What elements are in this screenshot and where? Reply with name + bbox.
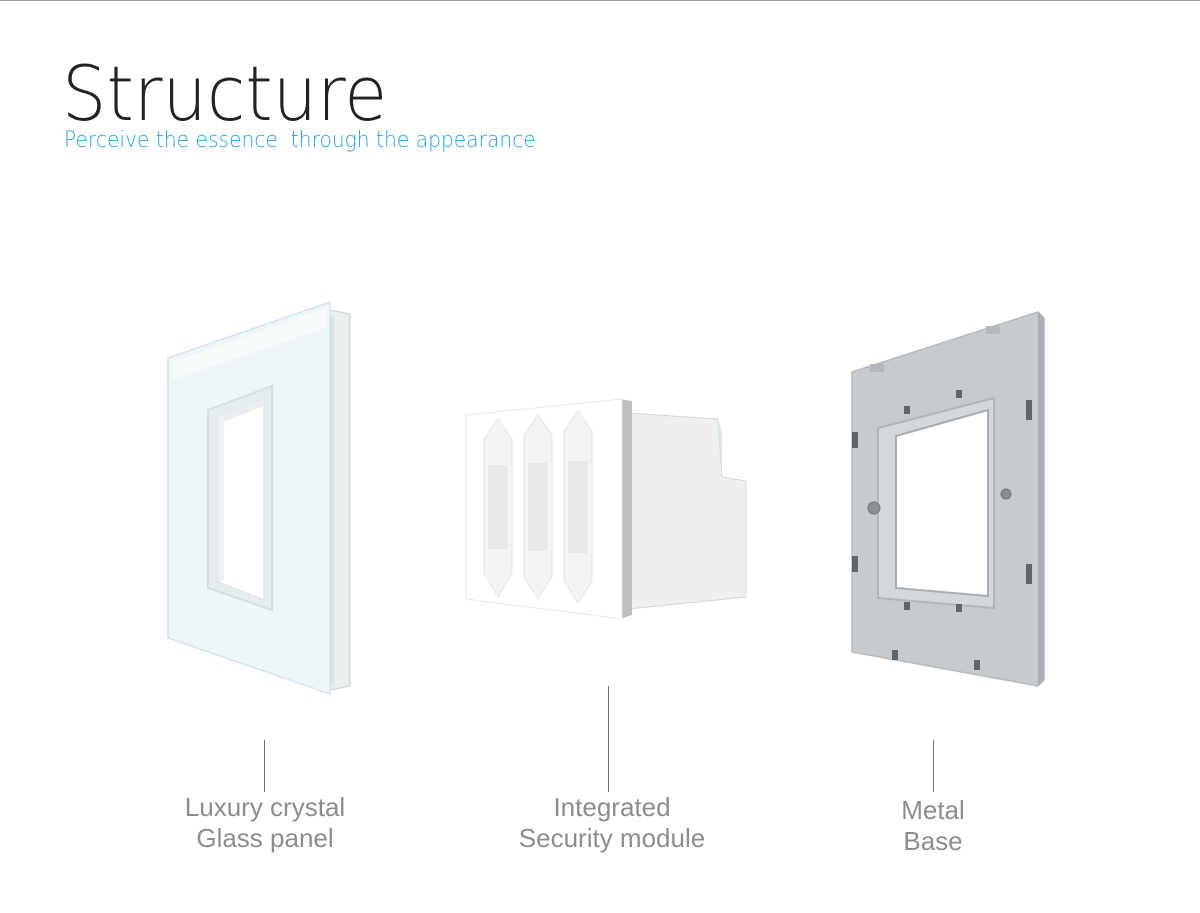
glass-panel-leader-line	[264, 740, 265, 792]
metal-base-caption: Metal Base	[843, 795, 1023, 857]
security-module-caption: Integrated Security module	[472, 792, 752, 854]
page-subtitle: Perceive the essence through the appeara…	[64, 128, 536, 153]
caption-line: Metal	[901, 795, 965, 825]
metal-base-leader-line	[933, 740, 934, 792]
caption-line: Glass panel	[196, 823, 334, 853]
security-module-leader-line	[608, 686, 609, 792]
caption-line: Base	[903, 826, 963, 856]
glass-panel-caption: Luxury crystal Glass panel	[145, 792, 385, 854]
caption-line: Security module	[518, 823, 706, 853]
page-title: Structure	[62, 49, 388, 138]
top-divider	[0, 0, 1200, 1]
caption-line: Integrated	[553, 792, 671, 822]
security-module-image	[460, 393, 760, 633]
caption-line: Luxury crystal	[184, 792, 346, 822]
glass-panel-image	[160, 298, 360, 698]
metal-base-image	[846, 306, 1052, 692]
